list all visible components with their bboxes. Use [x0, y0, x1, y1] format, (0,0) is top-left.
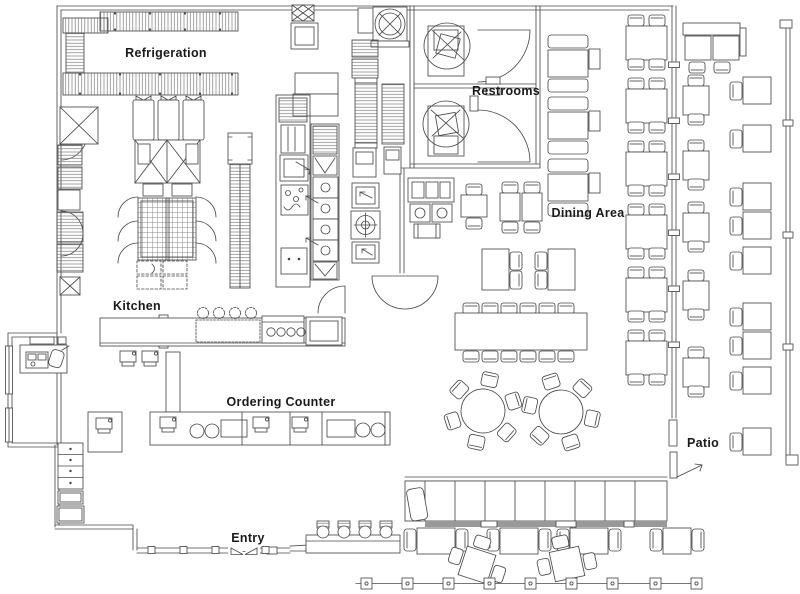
two-top-row[interactable]: [460, 181, 543, 234]
shelf-bracket-dots: [78, 12, 234, 95]
back-counter: [99, 307, 346, 367]
dish-conveyor: [227, 132, 253, 289]
exhaust-fan-icon: [370, 6, 410, 48]
prep-tables: [132, 95, 205, 141]
blender-row-dashed: [195, 307, 261, 343]
fryer-battery: [312, 176, 339, 262]
communal-table[interactable]: [454, 302, 588, 363]
bar-stools[interactable]: [316, 520, 393, 539]
landing-zone-dashed: [136, 260, 188, 290]
cook-line: [275, 72, 340, 288]
kitchen-island: [117, 95, 253, 290]
office-nook: [19, 336, 70, 374]
patio-right-column[interactable]: [730, 77, 771, 455]
wash-column: [290, 4, 410, 264]
storage-cabinet: [56, 442, 85, 524]
service-station: [407, 177, 455, 239]
label-entry: Entry: [231, 531, 264, 545]
range-ovens: [117, 196, 217, 264]
outdoor-bar: [305, 520, 401, 554]
mixer-station: [280, 184, 309, 216]
prep-sink-icon: [279, 154, 311, 182]
label-patio: Patio: [687, 436, 719, 450]
ordering-counter-zone: [87, 351, 391, 453]
round-tables[interactable]: [438, 358, 615, 467]
label-refrigeration: Refrigeration: [125, 46, 207, 60]
label-kitchen: Kitchen: [113, 299, 161, 313]
floor-drain-icon: [59, 276, 81, 296]
label-restrooms: Restrooms: [472, 84, 540, 98]
restroom-1-fixtures: [423, 22, 471, 77]
room-labels: Refrigeration Kitchen Restrooms Dining A…: [113, 46, 719, 545]
mop-sink-icon: [350, 210, 381, 240]
restroom-2-fixtures: [422, 100, 470, 157]
storefront-mullions: [147, 61, 794, 554]
label-dining-area: Dining Area: [552, 206, 626, 220]
fence-post-line: [355, 577, 703, 590]
patio-gate-icon[interactable]: [668, 419, 703, 479]
entry-door-icon[interactable]: [228, 546, 260, 556]
ceiling-fan-icon: [291, 4, 315, 22]
window-symbols: [5, 345, 13, 443]
patio-booth[interactable]: [682, 22, 747, 74]
coffee-brewer-icon: [189, 419, 386, 439]
walkin-cooler-icon: [59, 106, 99, 145]
banquette[interactable]: [403, 476, 705, 555]
patio-bottom-tables[interactable]: [445, 528, 599, 588]
hand-sink-icon: [351, 182, 380, 209]
fence-posts: [360, 577, 703, 590]
booth-column[interactable]: [547, 34, 601, 217]
restrooms-zone: [409, 5, 541, 169]
hood-canopy-icon: [134, 139, 201, 184]
espresso-machine-icon: [261, 315, 306, 344]
patio-middle-column[interactable]: [683, 75, 709, 397]
dining-four-top-column[interactable]: [626, 15, 667, 385]
facing-two-tops[interactable]: [481, 248, 576, 291]
refrigeration-zone: [56, 11, 239, 296]
label-ordering-counter: Ordering Counter: [227, 395, 336, 409]
banquette-tables[interactable]: [403, 527, 705, 555]
